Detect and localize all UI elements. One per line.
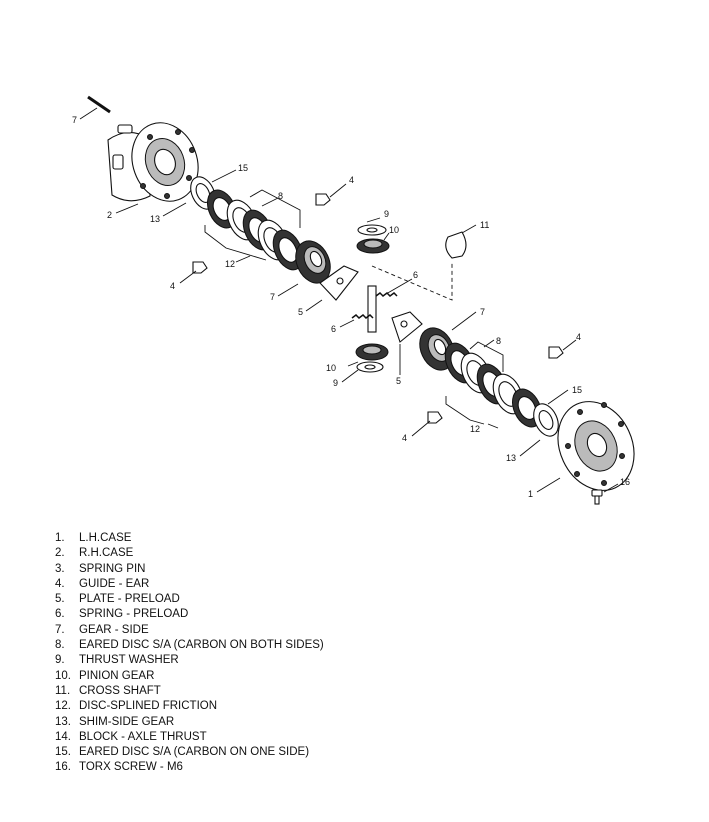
callout-4-lower: 4 bbox=[402, 433, 407, 443]
legend-text: PLATE - PRELOAD bbox=[79, 593, 180, 606]
legend-item: 10. PINION GEAR bbox=[55, 669, 324, 684]
legend-number: 5. bbox=[55, 593, 65, 606]
leader-lines bbox=[115, 169, 569, 493]
guide-ear-left bbox=[179, 261, 208, 284]
callout-7-upper: 7 bbox=[270, 292, 275, 302]
callout-5-upper: 5 bbox=[298, 307, 303, 317]
legend-item: 11. CROSS SHAFT bbox=[55, 684, 324, 699]
legend-number: 10. bbox=[55, 669, 71, 682]
callout-6-left: 6 bbox=[331, 324, 336, 334]
legend-text: BLOCK - AXLE THRUST bbox=[79, 730, 207, 743]
legend-text: SPRING - PRELOAD bbox=[79, 608, 189, 621]
legend-item: 4. GUIDE - EAR bbox=[55, 577, 324, 592]
legend-number: 1. bbox=[55, 532, 65, 544]
legend-text: GEAR - SIDE bbox=[79, 623, 149, 636]
callout-10-upper: 10 bbox=[389, 225, 399, 235]
legend-item: 14. BLOCK - AXLE THRUST bbox=[55, 730, 324, 745]
callout-15-lower: 15 bbox=[572, 385, 582, 395]
legend-text: TORX SCREW - M6 bbox=[79, 761, 183, 774]
lower-side-gear bbox=[419, 327, 455, 371]
legend-number: 13. bbox=[55, 715, 71, 728]
cross-shaft bbox=[367, 231, 467, 333]
lower-disc-stack bbox=[444, 341, 559, 437]
legend-number: 6. bbox=[55, 608, 65, 621]
thrust-washer-upper bbox=[357, 224, 387, 236]
legend-text: R.H.CASE bbox=[79, 547, 134, 560]
legend-item: 7. GEAR - SIDE bbox=[55, 623, 324, 638]
callout-2: 2 bbox=[107, 210, 112, 220]
legend-text: EARED DISC S/A (CARBON ON ONE SIDE) bbox=[79, 746, 310, 759]
legend-number: 2. bbox=[55, 547, 65, 560]
pinion-gear-lower bbox=[355, 343, 389, 361]
callout-13-upper: 13 bbox=[150, 214, 160, 224]
legend-number: 14. bbox=[55, 730, 71, 743]
legend-number: 11. bbox=[55, 684, 71, 697]
callout-3: 7 bbox=[72, 115, 77, 125]
callout-10-lower: 10 bbox=[326, 363, 336, 373]
legend-number: 8. bbox=[55, 639, 65, 652]
torx-screw bbox=[591, 483, 619, 505]
callout-12-lower: 12 bbox=[470, 424, 480, 434]
preload-plate-lower bbox=[391, 311, 423, 343]
legend-item: 2. R.H.CASE bbox=[55, 546, 324, 561]
upper-disc-stack bbox=[190, 176, 304, 271]
callout-16: 16 bbox=[620, 477, 630, 487]
legend-text: L.H.CASE bbox=[79, 532, 132, 544]
callout-9-upper: 9 bbox=[384, 209, 389, 219]
legend-number: 15. bbox=[55, 746, 71, 759]
legend-number: 4. bbox=[55, 577, 65, 590]
callout-7-lower: 7 bbox=[480, 307, 485, 317]
legend-text: SPRING PIN bbox=[79, 562, 146, 575]
shaft-axis-line bbox=[371, 262, 453, 301]
legend-item: 13. SHIM-SIDE GEAR bbox=[55, 715, 324, 730]
spring-pin bbox=[79, 95, 111, 120]
callout-9-lower: 9 bbox=[333, 378, 338, 388]
callout-12-upper: 12 bbox=[225, 259, 235, 269]
guide-ear-lower bbox=[411, 411, 443, 437]
legend-number: 7. bbox=[55, 623, 65, 636]
legend-item: 6. SPRING - PRELOAD bbox=[55, 607, 324, 622]
callout-8-lower: 8 bbox=[496, 336, 501, 346]
callout-8-upper: 8 bbox=[278, 191, 283, 201]
parts-legend: 1. L.H.CASE 2. R.H.CASE 3. SPRING PIN 4. GUI… bbox=[55, 531, 324, 776]
lh-case bbox=[557, 401, 635, 491]
legend-item: 15. EARED DISC S/A (CARBON ON ONE SIDE) bbox=[55, 745, 324, 760]
guide-ear-right bbox=[548, 339, 577, 359]
legend-item: 5. PLATE - PRELOAD bbox=[55, 592, 324, 607]
callout-4-left: 4 bbox=[170, 281, 175, 291]
callout-labels: 7 2 13 15 8 12 4 4 7 5 6 9 10 11 6 10 9 … bbox=[72, 115, 630, 499]
exploded-differential-diagram: 7 2 13 15 8 12 4 4 7 5 6 9 10 11 6 10 9 … bbox=[72, 95, 635, 505]
rh-case bbox=[107, 122, 199, 202]
callout-5-lower: 5 bbox=[396, 376, 401, 386]
legend-item: 12. DISC-SPLINED FRICTION bbox=[55, 699, 324, 714]
legend-number: 3. bbox=[55, 562, 65, 575]
legend-item: 16. TORX SCREW - M6 bbox=[55, 760, 324, 775]
legend-item: 1. L.H.CASE bbox=[55, 531, 324, 546]
legend-text: DISC-SPLINED FRICTION bbox=[79, 700, 218, 713]
legend-item: 9. THRUST WASHER bbox=[55, 653, 324, 668]
pinion-gear-upper bbox=[356, 238, 390, 254]
callout-6-right: 6 bbox=[413, 270, 418, 280]
callout-1: 1 bbox=[528, 489, 533, 499]
legend-text: EARED DISC S/A (CARBON ON BOTH SIDES) bbox=[79, 639, 324, 652]
legend-number: 9. bbox=[55, 654, 65, 667]
preload-plate-upper bbox=[319, 265, 359, 301]
legend-text: SHIM-SIDE GEAR bbox=[79, 715, 175, 728]
callout-4-right: 4 bbox=[576, 332, 581, 342]
legend-text: THRUST WASHER bbox=[79, 654, 179, 667]
callout-15-upper: 15 bbox=[238, 163, 248, 173]
legend-number: 16. bbox=[55, 761, 71, 774]
callout-13-lower: 13 bbox=[506, 453, 516, 463]
legend-item: 8. EARED DISC S/A (CARBON ON BOTH SIDES) bbox=[55, 638, 324, 653]
callout-11: 11 bbox=[480, 220, 489, 230]
callout-4-upper: 4 bbox=[349, 175, 354, 185]
legend-text: CROSS SHAFT bbox=[79, 684, 161, 697]
thrust-washer-lower bbox=[356, 361, 384, 373]
legend-text: GUIDE - EAR bbox=[79, 577, 150, 590]
legend-text: PINION GEAR bbox=[79, 669, 155, 682]
legend-number: 12. bbox=[55, 700, 71, 713]
legend-item: 3. SPRING PIN bbox=[55, 562, 324, 577]
guide-ear-upper bbox=[315, 183, 347, 206]
